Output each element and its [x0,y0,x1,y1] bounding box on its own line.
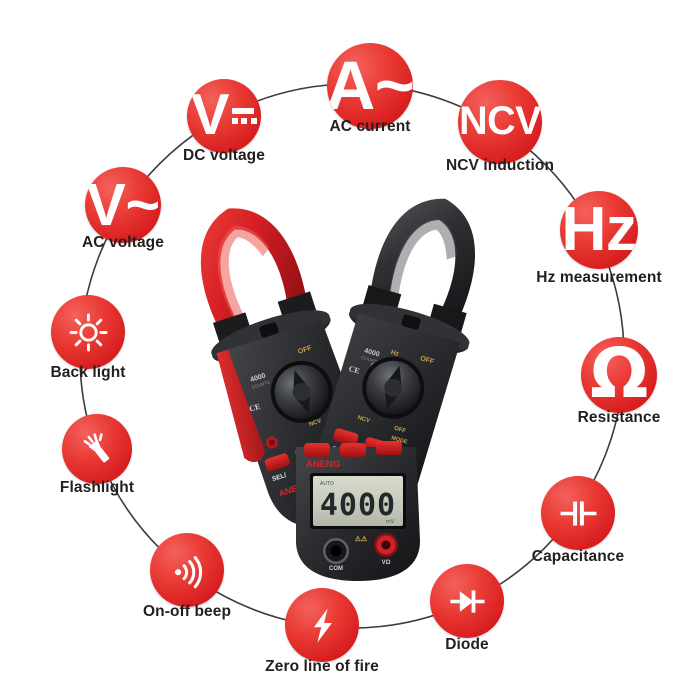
ac-current-label: AC current [329,118,411,135]
ac-voltage-icon[interactable]: V~ [85,167,161,243]
capacitance-label: Capacitance [531,548,625,565]
svg-text:COM: COM [329,566,343,572]
svg-text:mV: mV [386,519,395,525]
back-light-label: Back light [50,364,126,381]
dc-voltage-glyph-text: V [191,86,258,145]
capacitor-icon[interactable] [541,476,615,550]
product-image-clamp-meter: 4000 COUNTS CE OFF Hz Ω V~ NCV ON MODE [190,185,520,585]
svg-text:NCV: NCV [357,415,371,424]
ncv-induction-glyph-text: NCV [459,99,541,144]
diode-icon[interactable] [430,564,504,638]
resistance-label: Resistance [577,409,661,426]
lcd-digits: 4000 [320,488,396,523]
sound-waves-icon[interactable] [150,533,224,607]
svg-text:⚠⚠: ⚠⚠ [355,535,368,543]
svg-text:AUTO: AUTO [320,481,334,487]
back-light-glyph [51,295,125,369]
button-sel-right [333,428,359,446]
ac-voltage-glyph-text: V~ [86,171,160,239]
diode-glyph [430,564,504,638]
flashlight-glyph [62,414,132,484]
svg-text:ANENG: ANENG [306,459,340,470]
svg-text:OFF: OFF [393,426,407,435]
flashlight-label: Flashlight [59,479,135,496]
hz-measurement-glyph-text: Hz [561,194,637,264]
svg-text:OFF: OFF [297,345,313,356]
meter-front-panel: ANENG 4000 AUTO mV COM VΩ ⚠⚠ [296,441,420,581]
button-front-1 [304,443,330,457]
resistance-glyph-text: Ω [590,337,648,413]
hz-measurement-label: Hz measurement [536,269,662,286]
svg-text:VΩ: VΩ [382,560,391,566]
zero-line-of-fire-label: Zero line of fire [265,658,379,675]
ac-current-glyph-text: A~ [327,46,413,124]
svg-text:MODE: MODE [390,435,408,445]
flashlight-icon[interactable] [62,414,132,484]
lcd-screen [313,476,403,526]
svg-text:Hz: Hz [390,349,400,358]
ohm-icon[interactable]: Ω [581,337,657,413]
svg-text:NCV: NCV [308,418,322,428]
sun-icon[interactable] [51,295,125,369]
ac-voltage-label: AC voltage [82,234,164,251]
dc-voltage-icon[interactable]: V [187,79,261,153]
svg-text:4000: 4000 [363,347,380,358]
svg-text:COUNTS: COUNTS [251,379,270,390]
svg-text:COUNTS: COUNTS [361,355,380,365]
button-front-2 [340,443,366,457]
svg-text:SEL/: SEL/ [271,472,287,483]
svg-text:OFF: OFF [419,355,435,366]
svg-text:CE: CE [348,364,361,376]
zero-line-of-fire-glyph [285,588,359,662]
on-off-beep-label: On-off beep [142,603,232,620]
diode-label: Diode [445,636,489,653]
lightning-bolt-icon[interactable] [285,588,359,662]
ncv-induction-label: NCV induction [445,157,555,174]
ac-current-icon[interactable]: A~ [327,43,413,129]
ncv-icon[interactable]: NCV [458,80,542,164]
button-sel-left [264,453,290,472]
clamp-jaw-black [370,198,476,320]
dc-voltage-label: DC voltage [183,147,265,164]
on-off-beep-glyph [150,533,224,607]
clamp-meter-illustration: 4000 COUNTS CE OFF Hz Ω V~ NCV ON MODE [200,198,476,581]
capacitance-glyph [541,476,615,550]
svg-text:4000: 4000 [250,372,267,384]
hz-icon[interactable]: Hz [560,191,638,269]
svg-text:CE: CE [248,402,261,414]
button-front-3 [376,441,402,455]
